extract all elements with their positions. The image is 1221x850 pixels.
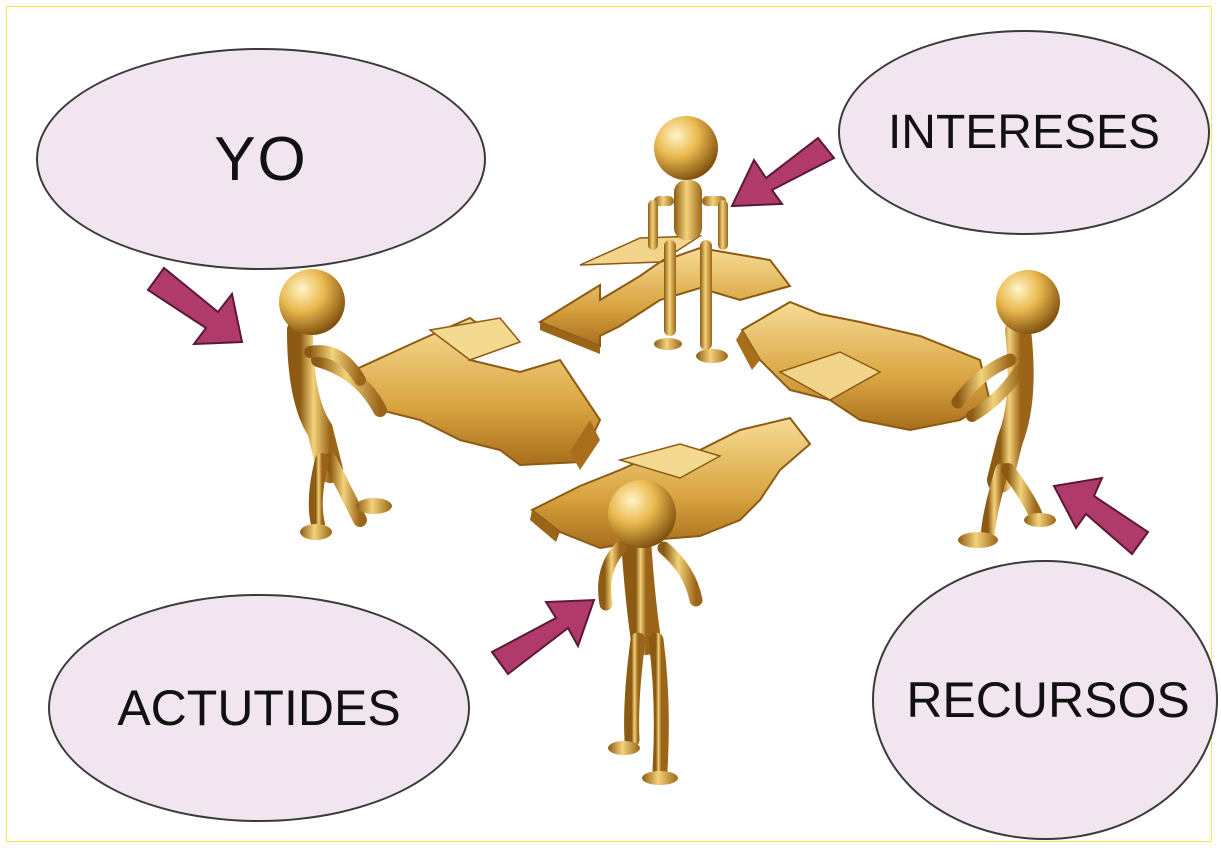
label-intereses: INTERESES bbox=[887, 106, 1161, 159]
puzzle-arrow-left bbox=[348, 316, 602, 470]
bubble-yo: YO bbox=[36, 48, 486, 270]
gold-figure-left bbox=[279, 269, 392, 540]
bubble-actutides: ACTUTIDES bbox=[48, 594, 470, 822]
pointer-arrow-recursos bbox=[1052, 476, 1150, 556]
pointer-arrow-actutides bbox=[490, 598, 596, 676]
label-recursos: RECURSOS bbox=[906, 672, 1190, 728]
bubble-recursos: RECURSOS bbox=[872, 560, 1218, 840]
label-yo: YO bbox=[214, 124, 308, 194]
puzzle-arrow-right bbox=[736, 300, 992, 432]
label-actutides: ACTUTIDES bbox=[117, 680, 401, 736]
pointer-arrow-yo bbox=[146, 266, 244, 346]
gold-figure-right bbox=[951, 270, 1060, 548]
pointer-arrow-intereses bbox=[730, 136, 836, 208]
gold-figure-top bbox=[648, 116, 728, 363]
gold-figure-bottom bbox=[598, 480, 703, 785]
bubble-intereses: INTERESES bbox=[838, 30, 1210, 235]
